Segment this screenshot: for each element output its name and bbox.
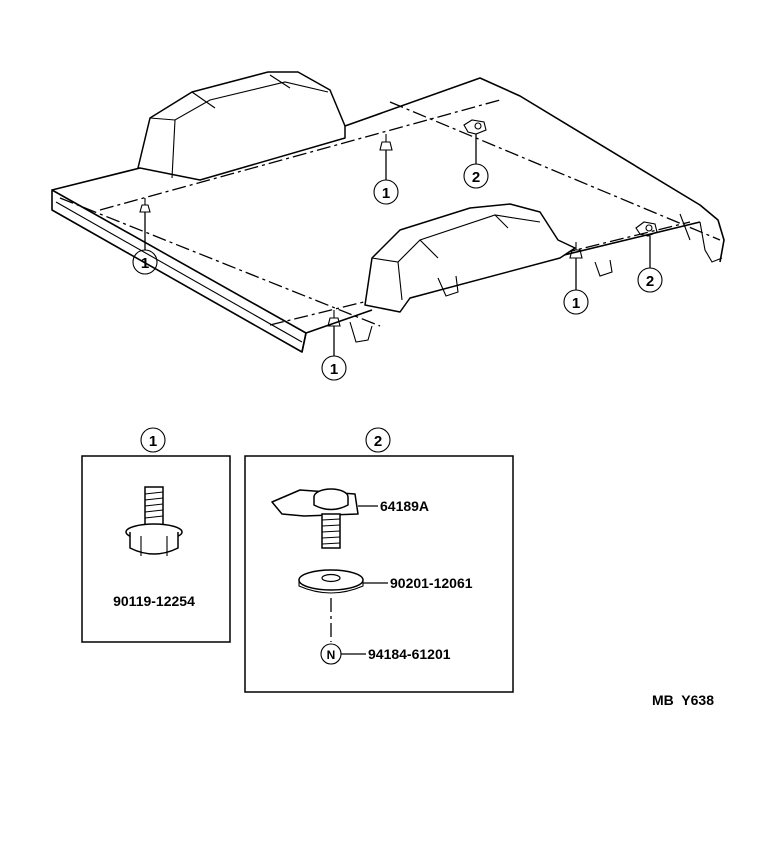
flange-bolt-icon [125, 486, 183, 556]
callout-1-rear-center: 1 [373, 179, 399, 205]
detail-2-heading: 2 [365, 427, 391, 453]
nut-part-number: 94184-61201 [368, 646, 451, 662]
svg-text:N: N [327, 648, 336, 662]
svg-text:1: 1 [141, 255, 149, 272]
hook-bracket-icon [271, 488, 359, 549]
floor-assembly-drawing [51, 71, 725, 356]
bolt-part-number: 90119-12254 [113, 593, 195, 609]
detail-box-1 [81, 455, 231, 643]
floor-bolt [327, 310, 341, 327]
callout-1-left: 1 [132, 249, 158, 275]
hook-part-number: 64189A [380, 498, 429, 514]
svg-text:1: 1 [382, 185, 390, 202]
floor-hook [463, 119, 487, 135]
svg-text:1: 1 [572, 295, 580, 312]
floor-bolt [379, 134, 393, 151]
floor-hook [635, 221, 658, 237]
floor-bolt [139, 198, 151, 213]
diagram-code: MB Y638 [652, 692, 714, 708]
svg-text:1: 1 [149, 433, 157, 450]
callout-2-right: 2 [637, 267, 663, 293]
callout-1-front: 1 [321, 355, 347, 381]
svg-text:2: 2 [472, 169, 480, 186]
svg-text:2: 2 [374, 433, 382, 450]
callout-1-right: 1 [563, 289, 589, 315]
washer-icon [298, 569, 364, 594]
svg-text:2: 2 [646, 273, 654, 290]
detail-1-heading: 1 [140, 427, 166, 453]
detail-box-2 [244, 455, 514, 693]
svg-text:1: 1 [330, 361, 338, 378]
callout-2-rear: 2 [463, 163, 489, 189]
floor-bolt [569, 242, 583, 259]
n-mark-icon: N [320, 643, 342, 665]
washer-part-number: 90201-12061 [390, 575, 473, 591]
